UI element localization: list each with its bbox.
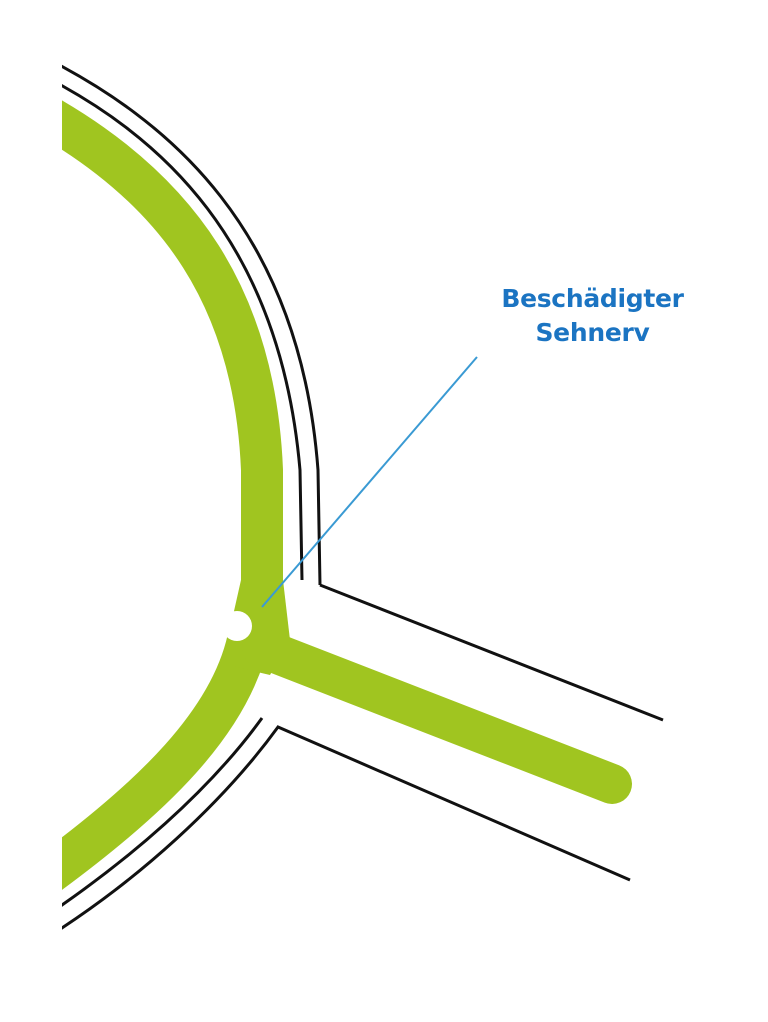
annotation-line-1: Beschädigter: [501, 284, 684, 313]
leader-line: [261, 356, 478, 608]
annotation-label: Beschädigter Sehnerv: [470, 282, 715, 350]
eye-wall-inner-upper: [62, 84, 304, 581]
nerve-sheath-top: [319, 583, 664, 722]
damage-notch: [222, 611, 252, 641]
optic-nerve-band: [242, 628, 632, 804]
eye-wall-inner-lower: [62, 717, 264, 907]
annotation-line-2: Sehnerv: [535, 318, 650, 347]
eye-wall-outer-lower: [62, 725, 631, 930]
retina-band-upper: [62, 100, 283, 600]
eye-wall-outer-upper: [62, 64, 322, 586]
